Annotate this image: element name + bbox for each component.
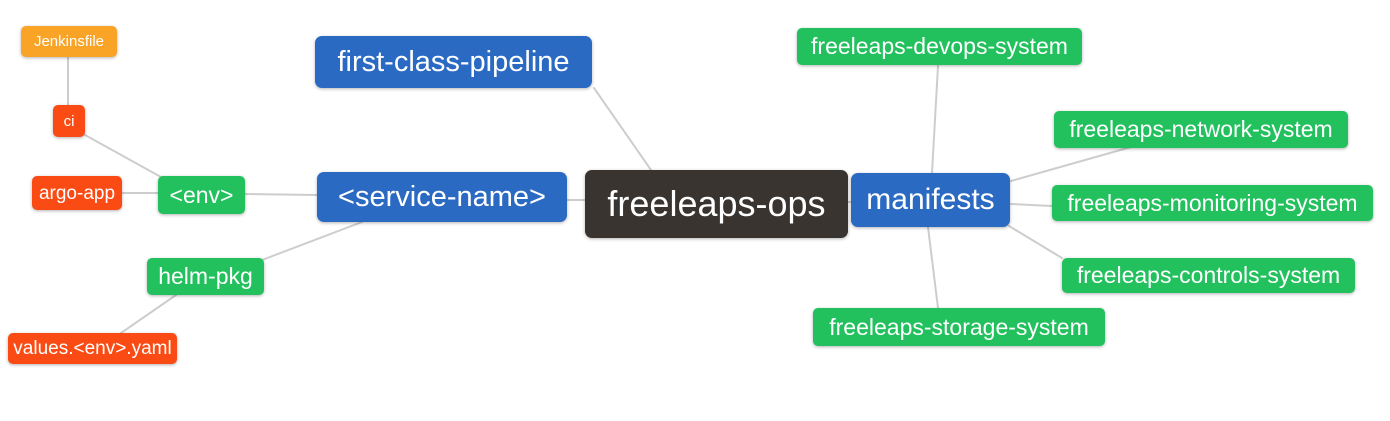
mindmap-node-jenkinsfile[interactable]: Jenkinsfile [21,26,117,57]
edge-env-to-service-name [244,193,318,196]
mindmap-node-network-system[interactable]: freeleaps-network-system [1054,111,1348,148]
edge-ci-to-env [84,134,162,178]
mindmap-node-devops-system[interactable]: freeleaps-devops-system [797,28,1082,65]
mindmap-node-monitoring-system[interactable]: freeleaps-monitoring-system [1052,185,1373,221]
mindmap-node-env[interactable]: <env> [158,176,245,214]
mindmap-node-storage-system[interactable]: freeleaps-storage-system [813,308,1105,346]
edge-helm-pkg-to-values-env-yaml [120,294,177,334]
mindmap-node-manifests[interactable]: manifests [851,173,1010,227]
edge-manifests-to-controls-system [1008,225,1063,259]
mindmap-node-ci[interactable]: ci [53,105,85,137]
mindmap-node-first-class-pipeline[interactable]: first-class-pipeline [315,36,592,88]
mindmap-node-service-name[interactable]: <service-name> [317,172,567,222]
mindmap-node-freeleaps-ops[interactable]: freeleaps-ops [585,170,848,238]
mindmap-node-values-env-yaml[interactable]: values.<env>.yaml [8,333,177,364]
edge-manifests-to-network-system [1010,146,1132,182]
mindmap-node-argo-app[interactable]: argo-app [32,176,122,210]
mindmap-node-helm-pkg[interactable]: helm-pkg [147,258,264,295]
edge-manifests-to-monitoring-system [1010,203,1053,207]
edge-service-name-to-helm-pkg [261,221,363,261]
edge-first-class-pipeline-to-freeleaps-ops [593,87,652,171]
mindmap-node-controls-system[interactable]: freeleaps-controls-system [1062,258,1355,293]
edge-manifests-to-devops-system [931,65,939,174]
edge-manifests-to-storage-system [927,226,939,309]
